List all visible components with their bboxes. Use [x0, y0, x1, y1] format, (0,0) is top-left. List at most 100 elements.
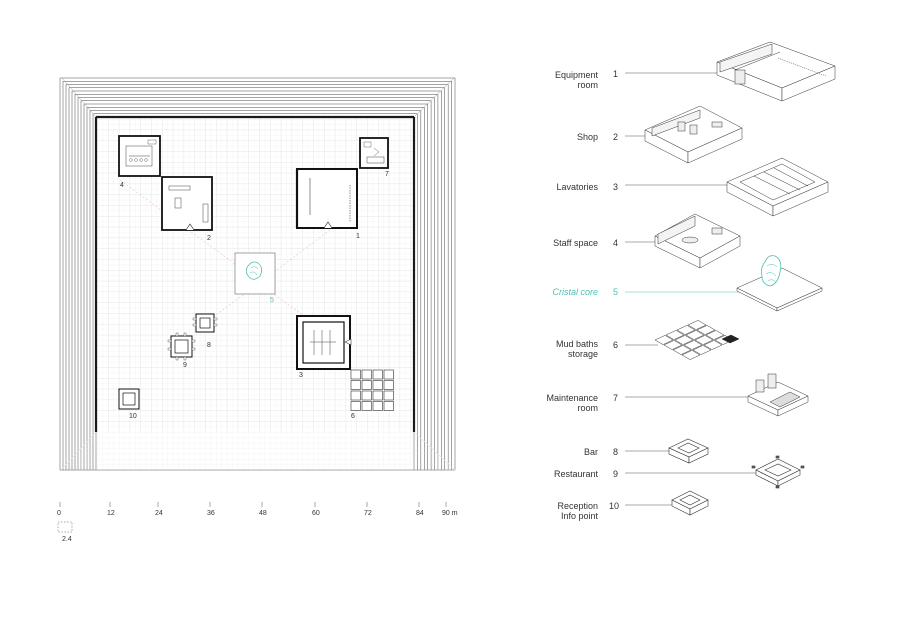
terrace-ring	[86, 107, 425, 470]
cristal-core-plan	[234, 252, 276, 295]
iso-mud-bath-cell	[681, 350, 701, 360]
legend-number-5: 5	[613, 287, 619, 297]
terrace-ring	[71, 90, 442, 470]
mud-bath-cell	[383, 369, 394, 380]
iso-mud-bath-cell	[674, 335, 694, 345]
legend-label-mud-baths-storage: Mud baths storage	[555, 339, 598, 359]
isometric-mud-baths-storage-icon	[654, 320, 740, 360]
plan-number-3: 3	[299, 372, 303, 379]
isometric-restaurant-icon	[751, 455, 805, 489]
scale-module-label: 2.4	[62, 536, 72, 543]
plan-number-2: 2	[207, 235, 211, 242]
plan-number-10: 10	[129, 413, 137, 420]
legend-label-reception-info-point: Reception Info point	[557, 501, 598, 521]
iso-mud-bath-cell	[705, 330, 725, 340]
iso-mud-bath-cell	[683, 340, 703, 350]
legend-isometric-drawings	[625, 41, 836, 516]
scale-tick-label: 48	[259, 510, 267, 517]
mud-bath-cell	[383, 380, 394, 390]
mud-bath-cell	[372, 380, 383, 390]
iso-mud-bath-cell	[672, 345, 692, 355]
plan-number-6: 6	[351, 413, 355, 420]
room-maintenance	[359, 137, 389, 169]
isometric-equipment-room-icon	[716, 41, 836, 102]
terrace-ring	[68, 87, 445, 470]
legend-label-cristal-core: Cristal core	[552, 287, 598, 297]
legend-label-equipment-room: Equipment room	[554, 70, 598, 90]
terrace-ring	[89, 110, 422, 470]
mud-bath-cell	[350, 380, 361, 390]
terrace-ring	[77, 97, 435, 470]
isometric-maintenance-room-icon	[747, 373, 809, 417]
isometric-shop-icon	[644, 105, 743, 164]
iso-mud-bath-cell	[676, 325, 696, 335]
room-shop	[161, 176, 213, 231]
mud-bath-cell	[350, 369, 361, 380]
isometric-cristal-core-icon	[736, 255, 823, 312]
legend-label-shop: Shop	[576, 132, 598, 142]
iso-mud-bath-cell	[694, 335, 714, 345]
plan-number-5: 5	[270, 297, 274, 304]
scale-tick-label: 0	[57, 510, 61, 517]
iso-mud-bath-cell	[665, 330, 685, 340]
plan-number-9: 9	[183, 362, 187, 369]
iso-mud-bath-cell	[663, 340, 683, 350]
mud-bath-cell	[383, 401, 394, 411]
legend-label-staff-space: Staff space	[553, 238, 598, 248]
legend-number-7: 7	[613, 393, 619, 403]
room-bar	[192, 313, 218, 333]
plan-room-numbers: 1 2 3 4 5 6 7 8 9 10	[120, 171, 389, 420]
legend-number-10: 10	[609, 501, 620, 511]
plan-number-1: 1	[356, 233, 360, 240]
iso-mud-bath-cell	[687, 320, 707, 330]
scale-tick-label: 90 m	[442, 510, 458, 517]
legend-number-2: 2	[613, 132, 619, 142]
scale-tick-label: 12	[107, 510, 115, 517]
mud-bath-cell	[350, 390, 361, 401]
scale-tick-label: 84	[416, 510, 424, 517]
terrace-ring	[83, 103, 428, 470]
mud-bath-cell	[361, 369, 372, 380]
mud-bath-cell	[361, 401, 372, 411]
legend-number-6: 6	[613, 340, 619, 350]
mud-bath-cell	[383, 390, 394, 401]
plan-number-4: 4	[120, 182, 124, 189]
isometric-lavatories-icon	[726, 157, 829, 217]
legend-number-8: 8	[613, 447, 619, 457]
iso-mud-bath-cell	[696, 325, 716, 335]
legend-number-4: 4	[613, 238, 619, 248]
scale-tick-label: 60	[312, 510, 320, 517]
room-staff-space	[118, 135, 161, 177]
mud-bath-cell	[372, 390, 383, 401]
terrace-ring	[62, 81, 452, 470]
module-square	[57, 521, 73, 533]
scale-bar: 2.4 0 12 24 36 48 60 72 84 90 m	[57, 502, 458, 543]
legend-number-9: 9	[613, 469, 619, 479]
legend-label-restaurant: Restaurant	[553, 469, 598, 479]
legend-label-lavatories: Lavatories	[556, 182, 598, 192]
mud-bath-cell	[350, 401, 361, 411]
terrace-ring	[65, 84, 449, 470]
room-mud-baths-storage	[350, 369, 394, 411]
legend-label-maintenance-room: Maintenance room	[546, 393, 598, 413]
iso-mud-storage-box	[721, 334, 740, 344]
room-lavatories	[296, 315, 352, 370]
mud-bath-cell	[372, 401, 383, 411]
room-restaurant	[167, 332, 196, 361]
isometric-bar-icon	[668, 438, 709, 464]
iso-mud-bath-cell	[685, 330, 705, 340]
room-equipment	[295, 168, 358, 229]
legend-label-bar: Bar	[583, 447, 598, 457]
terrace-ring	[92, 113, 418, 470]
scale-tick-label: 72	[364, 510, 372, 517]
scale-tick-label: 24	[155, 510, 163, 517]
iso-mud-bath-cell	[692, 345, 712, 355]
legend-number-1: 1	[613, 69, 619, 79]
mud-bath-cell	[372, 369, 383, 380]
mud-bath-cell	[361, 390, 372, 401]
scale-tick-label: 36	[207, 510, 215, 517]
iso-mud-bath-cell	[703, 340, 723, 350]
terrace-ring	[59, 77, 456, 470]
